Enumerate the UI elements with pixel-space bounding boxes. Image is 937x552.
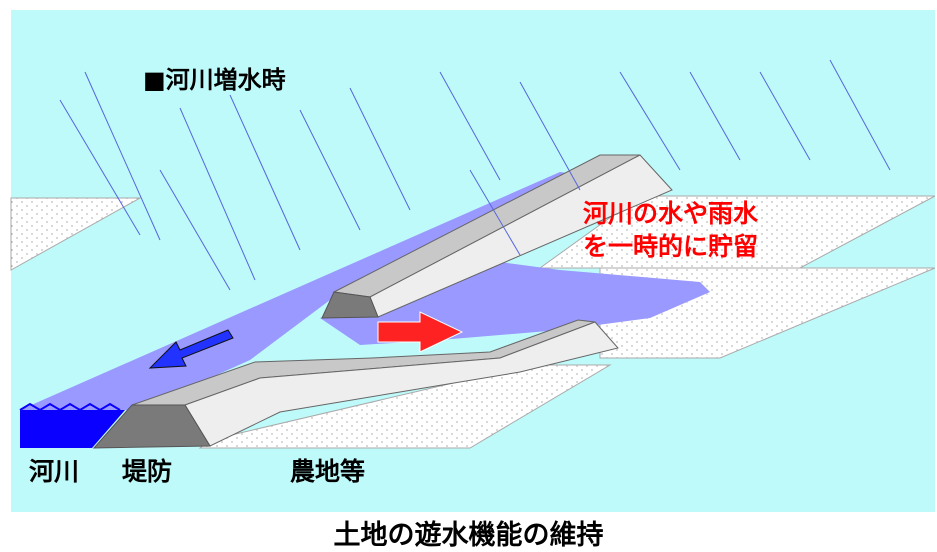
river-waves [19,402,121,412]
caption: 土地の遊水機能の維持 [333,520,604,551]
label-farmland: 農地等 [290,457,366,486]
storage-note: 河川の水や雨水 を一時的に貯留 [583,197,758,263]
river-channel [20,410,125,448]
storage-arrow [377,311,464,353]
storage-note-line-1: 河川の水や雨水 [583,199,759,228]
rain [59,59,891,291]
flow-direction-arrow [148,329,234,369]
upper-levee-end [321,291,379,319]
label-levee: 堤防 [122,457,173,486]
diagram-heading: ■河川増水時 [143,66,286,94]
farmland-left [10,197,142,271]
storage-note-line-2: を一時的に貯留 [583,232,759,261]
label-river: 河川 [29,457,80,486]
lower-levee-end [92,404,211,449]
lower-levee-side [184,321,619,447]
